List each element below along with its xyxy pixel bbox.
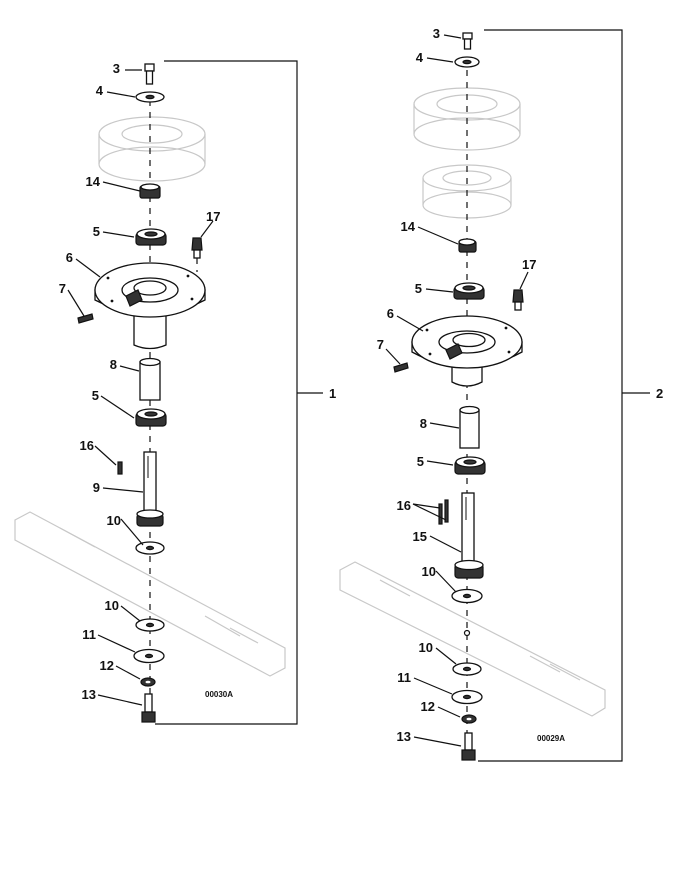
- right-callout-17: 17: [522, 257, 536, 272]
- left-callout-12: 12: [100, 658, 114, 673]
- right-part-3-bolt: [462, 32, 473, 50]
- left-callout-16: 16: [80, 438, 94, 453]
- left-callout-6: 6: [66, 250, 73, 265]
- right-part-10-washer-upper: [451, 588, 483, 604]
- right-leader-lines: [385, 34, 529, 747]
- left-callout-14: 14: [86, 174, 101, 189]
- left-callout-11: 11: [82, 627, 96, 642]
- right-part-15-spindle-shaft: [454, 492, 484, 579]
- left-callout-5-lower: 5: [92, 388, 99, 403]
- left-part-9-spindle-shaft: [136, 451, 164, 527]
- left-blade-outline: [14, 511, 286, 677]
- left-callout-10-upper: 10: [107, 513, 121, 528]
- left-part-5-bearing-lower: [135, 408, 167, 427]
- right-callout-8: 8: [420, 416, 427, 431]
- right-blade-outline: [339, 561, 606, 717]
- right-assembly-number: 2: [656, 386, 663, 401]
- left-assembly-number: 1: [329, 386, 336, 401]
- right-callout-11: 11: [397, 670, 411, 685]
- right-callout-12: 12: [421, 699, 435, 714]
- right-callout-13: 13: [397, 729, 411, 744]
- right-part-11-washer: [451, 689, 483, 705]
- left-callout-8: 8: [110, 357, 117, 372]
- left-part-14-nut: [139, 183, 161, 199]
- left-callout-4: 4: [96, 83, 104, 98]
- left-leader-lines: [67, 69, 214, 706]
- left-callout-3: 3: [113, 61, 120, 76]
- left-part-3-bolt: [144, 63, 155, 85]
- left-callout-9: 9: [93, 480, 100, 495]
- left-callout-13: 13: [82, 687, 96, 702]
- right-callout-15: 15: [413, 529, 427, 544]
- left-pulley-outline: [98, 116, 206, 182]
- right-part-8-spacer: [459, 405, 480, 449]
- left-part-7-fitting: [77, 313, 94, 324]
- left-part-8-spacer: [139, 357, 161, 401]
- left-part-13-bolt: [141, 693, 156, 723]
- right-callout-16: 16: [397, 498, 411, 513]
- right-part-10-washer-lower: [452, 662, 482, 676]
- right-part-7-fitting: [393, 362, 409, 373]
- left-part-10-washer-lower: [135, 618, 165, 632]
- right-callout-10-upper: 10: [422, 564, 436, 579]
- right-part-6-spindle-housing: [411, 315, 523, 387]
- right-assembly: 3 4 14 5 17 6 7 8 5 16 15 10 10 11 12 13…: [339, 26, 663, 762]
- left-assembly: 3 4 14 5 17 6 7 8 5 16 9 10 10 11 12 13 …: [14, 60, 336, 725]
- left-drawing-code: 00030A: [205, 690, 233, 699]
- left-assembly-bracket: [155, 60, 323, 725]
- left-part-4-washer: [135, 91, 165, 103]
- right-part-17-grease-fitting: [512, 289, 524, 311]
- right-part-16-keys: [438, 499, 449, 525]
- right-callout-3: 3: [433, 26, 440, 41]
- right-callout-4: 4: [416, 50, 424, 65]
- left-part-5-bearing-upper: [135, 228, 167, 246]
- right-callout-10-lower: 10: [419, 640, 433, 655]
- right-part-12-lock-washer: [461, 714, 477, 724]
- left-part-12-lock-washer: [140, 677, 156, 687]
- right-drawing-code: 00029A: [537, 734, 565, 743]
- right-callout-7: 7: [377, 337, 384, 352]
- right-part-14-nut: [458, 238, 477, 253]
- right-callout-14: 14: [401, 219, 416, 234]
- right-part-4-washer: [454, 56, 480, 68]
- right-callout-5-upper: 5: [415, 281, 422, 296]
- left-callout-7: 7: [59, 281, 66, 296]
- left-part-16-key: [117, 461, 123, 475]
- left-part-10-washer-upper: [135, 541, 165, 555]
- left-part-11-washer: [133, 648, 165, 664]
- left-callouts: 3 4 14 5 17 6 7 8 5 16 9 10 10 11 12 13 …: [59, 61, 336, 702]
- right-part-5-bearing-upper: [453, 282, 485, 300]
- left-callout-17: 17: [206, 209, 220, 224]
- right-assembly-bracket: [478, 29, 650, 762]
- left-callout-10-lower: 10: [105, 598, 119, 613]
- right-callout-5-lower: 5: [417, 454, 424, 469]
- left-callout-5-upper: 5: [93, 224, 100, 239]
- right-callout-6: 6: [387, 306, 394, 321]
- left-part-17-grease-fitting: [191, 237, 203, 272]
- left-part-6-spindle-housing: [94, 262, 206, 350]
- right-part-13-bolt: [461, 732, 476, 761]
- right-part-5-bearing-lower: [454, 456, 486, 475]
- right-callouts: 3 4 14 5 17 6 7 8 5 16 15 10 10 11 12 13…: [377, 26, 663, 744]
